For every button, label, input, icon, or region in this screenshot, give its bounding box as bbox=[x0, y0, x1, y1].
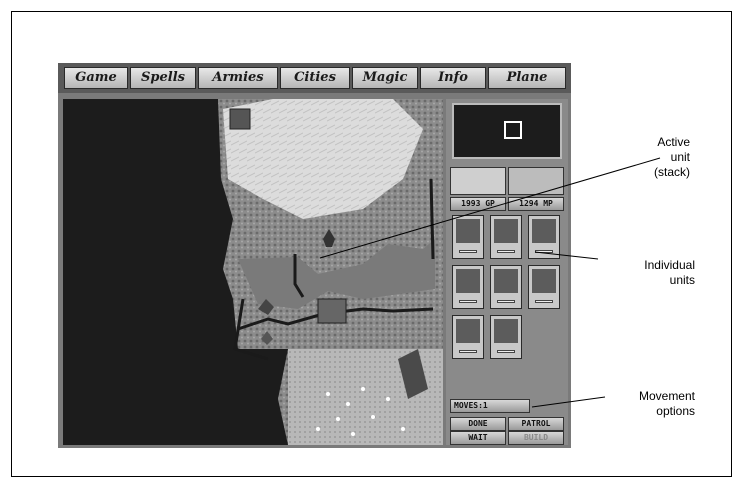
minimap[interactable] bbox=[452, 103, 562, 159]
unit-slot[interactable] bbox=[490, 215, 522, 259]
minimap-viewport[interactable] bbox=[504, 121, 522, 139]
menu-armies[interactable]: Armies bbox=[198, 67, 278, 89]
gold-icon bbox=[450, 167, 506, 195]
menu-cities[interactable]: Cities bbox=[280, 67, 350, 89]
callout-text: units bbox=[669, 273, 695, 287]
hills-terrain bbox=[238, 239, 435, 309]
menu-plane[interactable]: Plane bbox=[488, 67, 566, 89]
unit-slot[interactable] bbox=[452, 315, 484, 359]
build-button[interactable]: BUILD bbox=[508, 431, 564, 445]
terrain-svg bbox=[63, 99, 443, 445]
health-bar bbox=[497, 250, 515, 253]
callout-text: Movement bbox=[638, 389, 695, 403]
unit-slot[interactable] bbox=[490, 315, 522, 359]
callout-active-unit: Active unit (stack) bbox=[630, 135, 690, 180]
world-map[interactable] bbox=[63, 99, 443, 445]
unit-icon bbox=[494, 319, 518, 343]
unit-slot[interactable] bbox=[452, 265, 484, 309]
unit-icon bbox=[494, 269, 518, 293]
mana-readout: 1294 MP bbox=[508, 197, 564, 211]
wait-button[interactable]: WAIT bbox=[450, 431, 506, 445]
callout-line-movement bbox=[531, 396, 606, 408]
unit-icon bbox=[456, 319, 480, 343]
unit-icon bbox=[456, 219, 480, 243]
menu-game[interactable]: Game bbox=[64, 67, 128, 89]
health-bar bbox=[459, 250, 477, 253]
callout-line-units bbox=[534, 251, 599, 260]
done-button[interactable]: DONE bbox=[450, 417, 506, 431]
menu-info[interactable]: Info bbox=[420, 67, 486, 89]
health-bar bbox=[459, 300, 477, 303]
side-panel: 1993 GP 1294 MP MOVES:1 DONE PATROL WAIT… bbox=[446, 99, 568, 445]
menu-bar: Game Spells Armies Cities Magic Info Pla… bbox=[58, 63, 571, 93]
unit-slot[interactable] bbox=[490, 265, 522, 309]
mountain bbox=[398, 349, 428, 399]
menu-magic[interactable]: Magic bbox=[352, 67, 418, 89]
snow-terrain bbox=[223, 99, 423, 219]
city-icon[interactable] bbox=[317, 298, 347, 324]
menu-spells[interactable]: Spells bbox=[130, 67, 196, 89]
unit-icon bbox=[456, 269, 480, 293]
game-screen: Game Spells Armies Cities Magic Info Pla… bbox=[58, 63, 571, 448]
creature-icon bbox=[323, 229, 335, 247]
unit-slot[interactable] bbox=[528, 215, 560, 259]
active-unit-stack[interactable] bbox=[258, 299, 274, 315]
moves-readout: MOVES:1 bbox=[450, 399, 530, 413]
unit-icon bbox=[532, 269, 556, 293]
health-bar bbox=[535, 300, 553, 303]
health-bar bbox=[497, 350, 515, 353]
health-bar bbox=[497, 300, 515, 303]
unit-stack-icon[interactable] bbox=[261, 331, 273, 345]
sparkle-effect bbox=[316, 387, 405, 436]
callout-text: (stack) bbox=[654, 165, 690, 179]
callout-text: unit bbox=[670, 150, 690, 164]
callout-line-active-unit bbox=[319, 157, 661, 259]
tower-icon[interactable] bbox=[229, 108, 251, 130]
unit-icon bbox=[532, 219, 556, 243]
callout-text: Active bbox=[657, 135, 690, 149]
unit-icon bbox=[494, 219, 518, 243]
callout-individual-units: Individual units bbox=[605, 258, 695, 288]
health-bar bbox=[459, 350, 477, 353]
unit-slot[interactable] bbox=[528, 265, 560, 309]
patrol-button[interactable]: PATROL bbox=[508, 417, 564, 431]
unit-slot[interactable] bbox=[452, 215, 484, 259]
callout-text: Individual bbox=[644, 258, 695, 272]
callout-movement-options: Movement options bbox=[605, 389, 695, 419]
callout-text: options bbox=[656, 404, 695, 418]
